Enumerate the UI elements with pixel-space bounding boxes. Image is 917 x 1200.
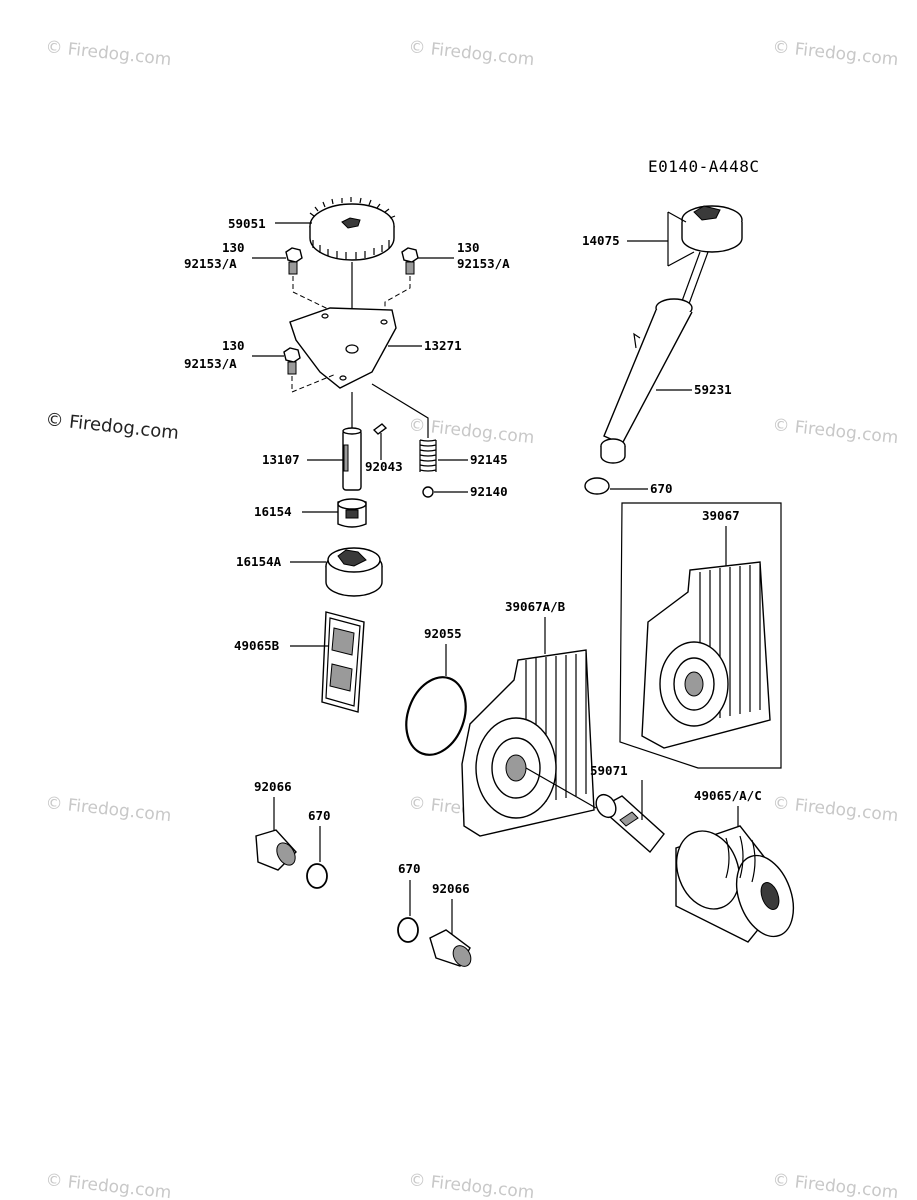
diagram-code: E0140-A448C	[648, 157, 759, 176]
filter-part: 49065/A/C	[675, 788, 795, 943]
watermark-tile: © Firedog.com	[44, 37, 172, 70]
oring-left-part: 670	[306, 808, 331, 889]
label-bolt-top-left-a: 130	[222, 240, 245, 255]
watermark-tile: © Firedog.com	[44, 1170, 172, 1200]
label-tube: 59231	[694, 382, 732, 397]
label-plate: 13271	[424, 338, 462, 353]
label-outer-rotor: 16154A	[236, 554, 282, 569]
plug-left-part: 92066	[254, 779, 297, 871]
screen-part: 49065B	[234, 611, 365, 713]
bolt-part-mid: 130 92153/A	[184, 338, 337, 393]
watermark-tile: © Firedog.com	[407, 415, 535, 448]
label-ball: 92140	[470, 484, 508, 499]
watermark-tile: © Firedog.com	[407, 1170, 535, 1200]
shaft-part: 13107	[262, 427, 362, 491]
label-screen: 49065B	[234, 638, 280, 653]
inner-rotor-part: 16154	[254, 498, 367, 528]
gear-part: 59051	[228, 197, 396, 261]
label-fitting: 59071	[590, 763, 628, 778]
label-oring-tube: 670	[650, 481, 673, 496]
plate-part: 13271	[289, 307, 462, 389]
cooler-left-part: 39067A/B	[461, 599, 597, 837]
label-plug-left: 92066	[254, 779, 292, 794]
bolt-part-top-right: 130 92153/A	[384, 240, 510, 314]
label-bolt-top-right-b: 92153/A	[457, 256, 510, 271]
watermark-tile: © Firedog.com	[771, 1170, 899, 1200]
label-plug-bottom: 92066	[432, 881, 470, 896]
label-spring: 92145	[470, 452, 508, 467]
watermark-tile: © Firedog.com	[771, 37, 899, 70]
label-cooler-left: 39067A/B	[505, 599, 566, 614]
label-dipstick: 14075	[582, 233, 620, 248]
watermark-tile: © Firedog.com	[44, 793, 172, 826]
cooler-right-part: 39067	[619, 502, 782, 769]
label-bolt-top-left-b: 92153/A	[184, 256, 237, 271]
watermark-tile: © Firedog.com	[771, 793, 899, 826]
label-bolt-top-right-a: 130	[457, 240, 480, 255]
spring-part: 92145	[419, 439, 508, 472]
label-inner-rotor: 16154	[254, 504, 292, 519]
gasket-part: 92055	[405, 626, 467, 756]
watermark-tile: © Firedog.com	[771, 415, 899, 448]
label-bolt-mid-b: 92153/A	[184, 356, 237, 371]
bolt-part-top-left: 130 92153/A	[184, 240, 327, 318]
plug-bottom-part: 92066	[429, 881, 472, 967]
label-pin: 92043	[365, 459, 403, 474]
watermark-main: © Firedog.com	[44, 409, 179, 444]
label-bolt-mid-a: 130	[222, 338, 245, 353]
watermark-tile: © Firedog.com	[407, 37, 535, 70]
label-gasket: 92055	[424, 626, 462, 641]
outer-rotor-part: 16154A	[236, 547, 383, 597]
label-shaft: 13107	[262, 452, 300, 467]
pin-part: 92043	[365, 423, 403, 474]
tube-part: 59231	[600, 298, 732, 464]
oring-bottom-part: 670	[397, 861, 421, 943]
label-filter: 49065/A/C	[694, 788, 762, 803]
oring-tube-part: 670	[584, 477, 673, 496]
label-cooler-right: 39067	[702, 508, 740, 523]
fitting-part: 59071	[590, 763, 665, 854]
label-gear: 59051	[228, 216, 266, 231]
label-oring-bottom: 670	[398, 861, 421, 876]
watermarks: © Firedog.com © Firedog.com © Firedog.co…	[44, 37, 899, 1200]
dipstick-part: 14075	[582, 205, 743, 313]
ball-part: 92140	[422, 484, 508, 499]
label-oring-left: 670	[308, 808, 331, 823]
